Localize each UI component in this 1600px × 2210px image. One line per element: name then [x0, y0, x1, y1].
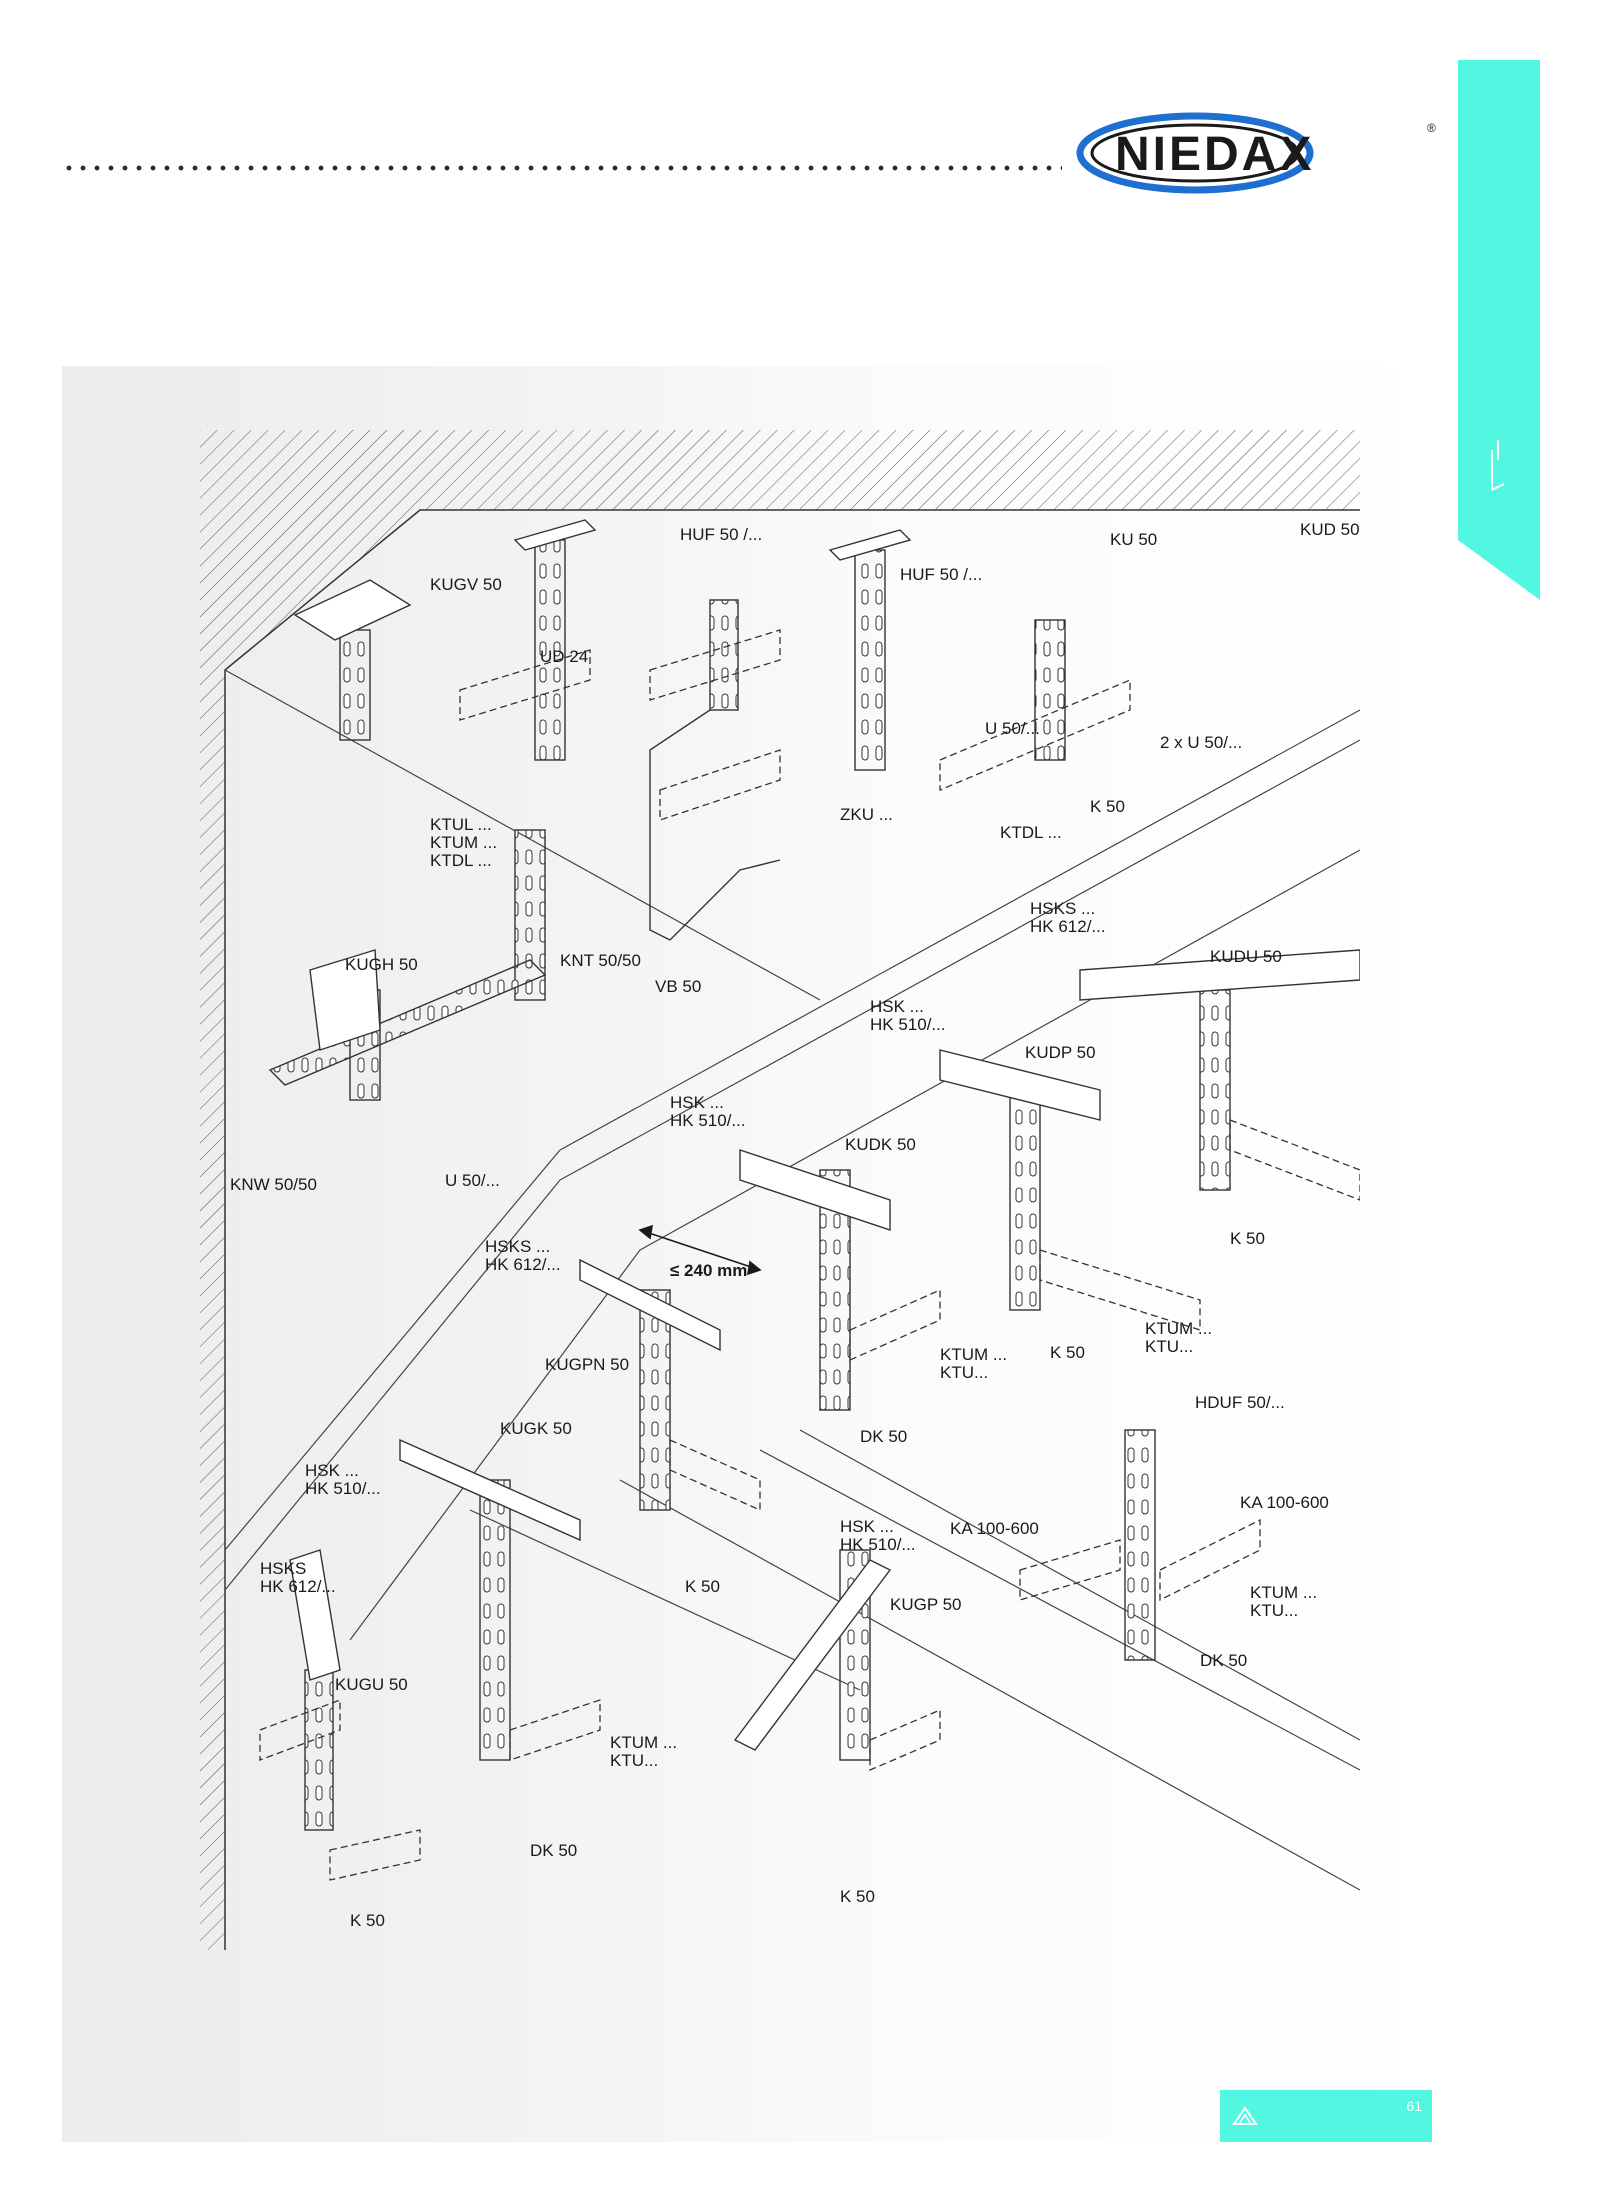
label-dk-3: DK 50 [530, 1841, 577, 1860]
label-ktu-4: KTU... [1250, 1601, 1298, 1620]
niedax-logo: NIEDAX ® [1076, 112, 1436, 194]
label-kudk: KUDK 50 [845, 1135, 916, 1154]
label-ktu-3: KTU... [940, 1363, 988, 1382]
label-k50-c: K 50 [1050, 1343, 1085, 1362]
label-hsks-2: HSKS ... [485, 1237, 550, 1256]
ceiling-wall-hatch [200, 430, 1360, 1950]
label-ktu-2: KTU... [1145, 1337, 1193, 1356]
illustration-panel [62, 366, 1442, 2142]
label-k50-d: K 50 [685, 1577, 720, 1596]
dimension-240mm [638, 1224, 762, 1276]
label-hsk-1: HSK ... [870, 997, 924, 1016]
label-ktum-4: KTUM ... [1250, 1583, 1317, 1602]
label-k50-f: K 50 [350, 1911, 385, 1930]
label-kugk: KUGK 50 [500, 1419, 572, 1438]
label-kudu: KUDU 50 [1210, 947, 1282, 966]
label-kudp: KUDP 50 [1025, 1043, 1096, 1062]
label-ktu-5: KTU... [610, 1751, 658, 1770]
label-hk510-4: HK 510/... [840, 1535, 916, 1554]
label-kugpn: KUGPN 50 [545, 1355, 629, 1374]
label-hduf: HDUF 50/... [1195, 1393, 1285, 1412]
label-2x-u50: 2 x U 50/... [1160, 733, 1242, 752]
label-hk612-1: HK 612/... [1030, 917, 1106, 936]
label-hk612-2: HK 612/... [485, 1255, 561, 1274]
label-u50-b: U 50/... [445, 1171, 500, 1190]
label-hk510-1: HK 510/... [870, 1015, 946, 1034]
label-u50-a: U 50/... [985, 719, 1040, 738]
cable-tray-support-drawing: HUF 50 /... HUF 50 /... KU 50 KUD 50 KUG… [200, 430, 1360, 1950]
svg-text:®: ® [1427, 121, 1436, 135]
label-ktum-3: KTUM ... [940, 1345, 1007, 1364]
cable-tray-icon [1232, 2106, 1258, 2125]
label-dk-1: DK 50 [860, 1427, 907, 1446]
label-hsk-4: HSK ... [840, 1517, 894, 1536]
label-ktum-5: KTUM ... [610, 1733, 677, 1752]
label-knt: KNT 50/50 [560, 951, 641, 970]
label-hsk-2: HSK ... [670, 1093, 724, 1112]
label-dimension: ≤ 240 mm [670, 1261, 747, 1280]
label-hsks-3: HSKS [260, 1559, 306, 1578]
page-number: 61 [1406, 2098, 1422, 2114]
label-zku: ZKU ... [840, 805, 893, 824]
label-ud: UD 24 [540, 647, 588, 666]
label-hsks-1: HSKS ... [1030, 899, 1095, 918]
header-dotted-rule [62, 164, 1062, 172]
label-kud: KUD 50 [1300, 520, 1360, 539]
structure-lines [224, 669, 1360, 1891]
label-huf-1: HUF 50 /... [680, 525, 762, 544]
label-dk-2: DK 50 [1200, 1651, 1247, 1670]
label-ktum-1: KTUM ... [430, 833, 497, 852]
label-ktum-2: KTUM ... [1145, 1319, 1212, 1338]
label-kugv: KUGV 50 [430, 575, 502, 594]
svg-text:NIEDAX: NIEDAX [1115, 128, 1314, 181]
label-k50-b: K 50 [1230, 1229, 1265, 1248]
page-number-box: 61 [1220, 2090, 1432, 2142]
label-k50-e: K 50 [840, 1887, 875, 1906]
label-kugu: KUGU 50 [335, 1675, 408, 1694]
label-kugh: KUGH 50 [345, 955, 418, 974]
label-knw: KNW 50/50 [230, 1175, 317, 1194]
label-ku: KU 50 [1110, 530, 1157, 549]
label-huf-2: HUF 50 /... [900, 565, 982, 584]
label-kugp: KUGP 50 [890, 1595, 962, 1614]
label-hk612-3: HK 612/... [260, 1577, 336, 1596]
cable-trays-dashed [259, 629, 1360, 1881]
hanger-profiles [268, 519, 1360, 1831]
label-ktdl-2: KTDL ... [1000, 823, 1062, 842]
label-ktdl-1: KTDL ... [430, 851, 492, 870]
label-hk510-2: HK 510/... [670, 1111, 746, 1130]
side-accent-tab [1458, 60, 1540, 600]
component-labels: HUF 50 /... HUF 50 /... KU 50 KUD 50 KUG… [230, 520, 1360, 1930]
label-k50-a: K 50 [1090, 797, 1125, 816]
label-ktul: KTUL ... [430, 815, 492, 834]
label-vb: VB 50 [655, 977, 701, 996]
label-ka-1: KA 100-600 [1240, 1493, 1329, 1512]
label-ka-2: KA 100-600 [950, 1519, 1039, 1538]
label-hk510-3: HK 510/... [305, 1479, 381, 1498]
label-hsk-3: HSK ... [305, 1461, 359, 1480]
